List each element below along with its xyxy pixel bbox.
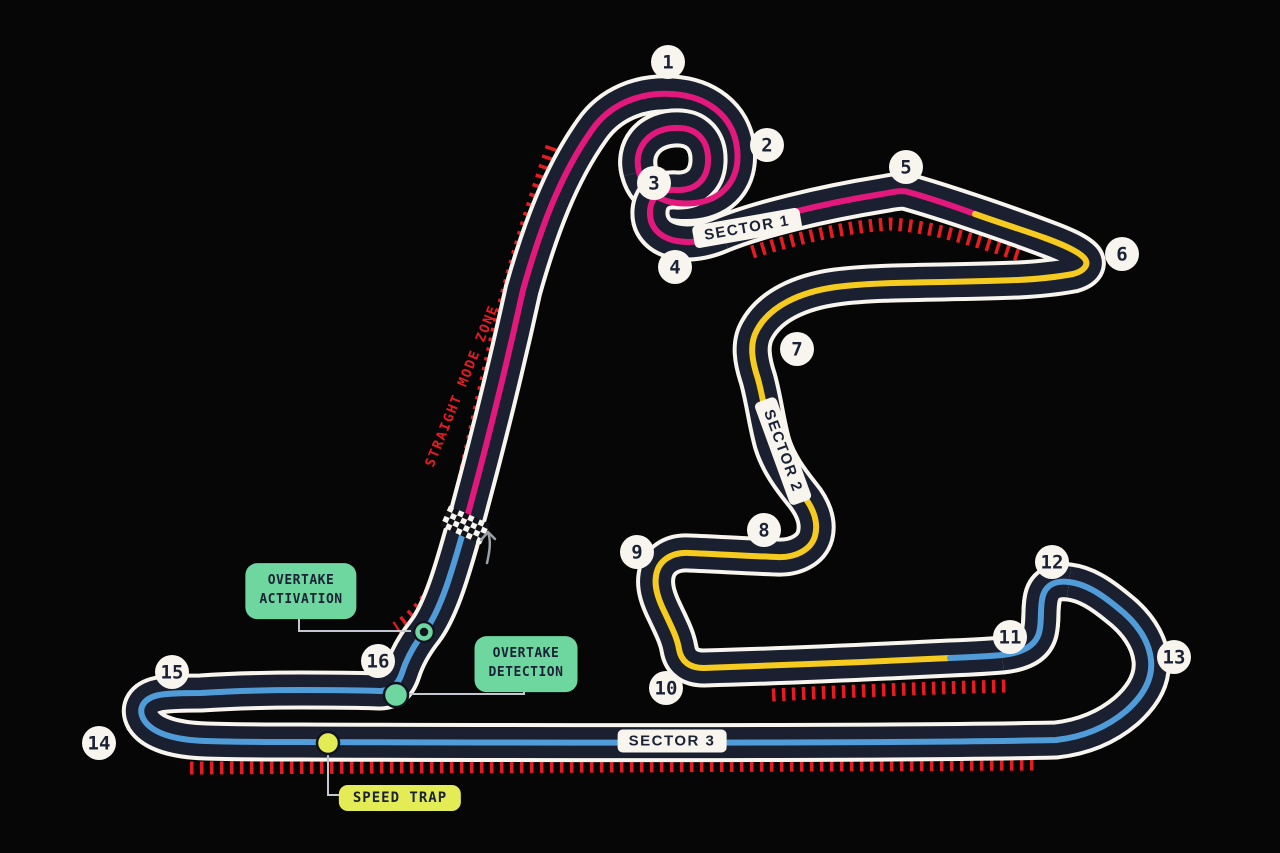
turn-number: 7 xyxy=(791,339,802,361)
turn-circle xyxy=(649,671,683,705)
speed-trap-marker xyxy=(315,730,341,756)
turn-marker-9: 9 xyxy=(620,535,654,569)
turn-circle xyxy=(747,513,781,547)
turn-marker-1: 1 xyxy=(651,45,685,79)
turn-marker-16: 16 xyxy=(361,644,395,678)
finish-line-square xyxy=(475,524,483,532)
turn-number: 2 xyxy=(761,135,772,157)
turn-circle xyxy=(658,250,692,284)
turn-marker-2: 2 xyxy=(750,128,784,162)
overtake-detection-marker xyxy=(382,681,410,709)
turn-number: 13 xyxy=(1163,647,1186,669)
finish-line-square xyxy=(460,530,468,538)
finish-line-square xyxy=(450,525,458,533)
finish-line-square xyxy=(462,512,470,520)
turn-number: 8 xyxy=(758,520,769,542)
turn-marker-14: 14 xyxy=(82,726,116,760)
turn-circle xyxy=(750,128,784,162)
finish-line-square xyxy=(439,521,448,529)
grandstand-ticks-back-straight xyxy=(189,757,1039,775)
finish-line-square xyxy=(467,527,476,535)
turn-number: 11 xyxy=(999,627,1022,649)
sector2-line xyxy=(652,211,1090,671)
turn-marker-10: 10 xyxy=(649,671,683,705)
overtake-activation-line1: OVERTAKE xyxy=(267,573,335,589)
finish-line-square xyxy=(444,510,452,519)
turn-marker-3: 3 xyxy=(637,166,671,200)
finish-line-square xyxy=(457,522,465,531)
turn-circle xyxy=(993,620,1027,654)
finish-line-square xyxy=(449,513,458,521)
overtake-detection-line2: DETECTION xyxy=(488,665,564,680)
turn-number: 15 xyxy=(161,662,184,684)
connector-speed-trap xyxy=(327,754,340,796)
turn-number: 6 xyxy=(1116,244,1127,266)
turn-circle xyxy=(780,332,814,366)
overtake-detection-label: OVERTAKE DETECTION xyxy=(474,636,578,692)
finish-line-square xyxy=(480,526,488,535)
overtake-detection-line1: OVERTAKE xyxy=(492,646,560,662)
finish-line-square xyxy=(472,517,480,525)
finish-line-square xyxy=(470,534,479,543)
grandstand-ticks-turn10-straight xyxy=(771,679,1007,702)
connector-overtake-activation xyxy=(298,618,411,632)
finish-line-square xyxy=(455,527,463,536)
turn-marker-4: 4 xyxy=(658,250,692,284)
finish-line-square xyxy=(462,525,471,533)
turn-marker-12: 12 xyxy=(1035,545,1069,579)
turn-number: 16 xyxy=(367,651,390,673)
finish-line-square xyxy=(442,515,450,524)
turn-circle xyxy=(361,644,395,678)
finish-line-square xyxy=(452,520,460,528)
turn-number: 12 xyxy=(1041,552,1064,574)
turn-circle xyxy=(637,166,671,200)
finish-line-square xyxy=(465,519,473,528)
turn-marker-15: 15 xyxy=(155,655,189,689)
finish-line-square xyxy=(482,521,491,529)
finish-line-square xyxy=(467,514,475,523)
turn-number: 14 xyxy=(88,733,111,755)
finish-line-square xyxy=(451,507,460,516)
turn-circle xyxy=(1157,640,1191,674)
grandstand-ticks-sector1-straight xyxy=(750,217,1023,262)
turn-number: 4 xyxy=(669,257,680,279)
turn-circle xyxy=(651,45,685,79)
turn-circle xyxy=(889,150,923,184)
overtake-activation-line2: ACTIVATION xyxy=(259,592,343,607)
turn-number: 1 xyxy=(662,52,673,74)
turn-marker-5: 5 xyxy=(889,150,923,184)
turn-marker-13: 13 xyxy=(1157,640,1191,674)
turn-marker-11: 11 xyxy=(993,620,1027,654)
turn-circle xyxy=(1105,237,1139,271)
turn-circle xyxy=(155,655,189,689)
turn-number: 5 xyxy=(900,157,911,179)
overtake-activation-label: OVERTAKE ACTIVATION xyxy=(245,563,357,619)
sector3-line xyxy=(138,522,1155,746)
finish-line-square xyxy=(457,510,465,518)
finish-line-square xyxy=(454,515,463,523)
finish-line-square xyxy=(447,518,455,526)
turn-marker-6: 6 xyxy=(1105,237,1139,271)
turn-circle xyxy=(1035,545,1069,579)
speed-trap-label: SPEED TRAP xyxy=(338,785,462,811)
overtake-activation-marker-ring xyxy=(415,623,433,641)
turn-number: 3 xyxy=(648,173,659,195)
finish-line-square xyxy=(470,522,478,530)
turn-marker-7: 7 xyxy=(780,332,814,366)
finish-line-square xyxy=(477,519,485,527)
finish-line-square xyxy=(445,523,453,531)
direction-arrow xyxy=(479,530,497,565)
finish-line-square xyxy=(459,517,468,525)
turn-circle xyxy=(82,726,116,760)
sector3-label: SECTOR 3 xyxy=(617,729,727,753)
turn-marker-8: 8 xyxy=(747,513,781,547)
finish-line-square xyxy=(465,532,473,540)
finish-line-square xyxy=(446,505,455,514)
turn-circle xyxy=(620,535,654,569)
finish-line-square xyxy=(472,529,481,537)
turn-number: 9 xyxy=(631,542,642,564)
turn-number: 10 xyxy=(655,678,678,700)
